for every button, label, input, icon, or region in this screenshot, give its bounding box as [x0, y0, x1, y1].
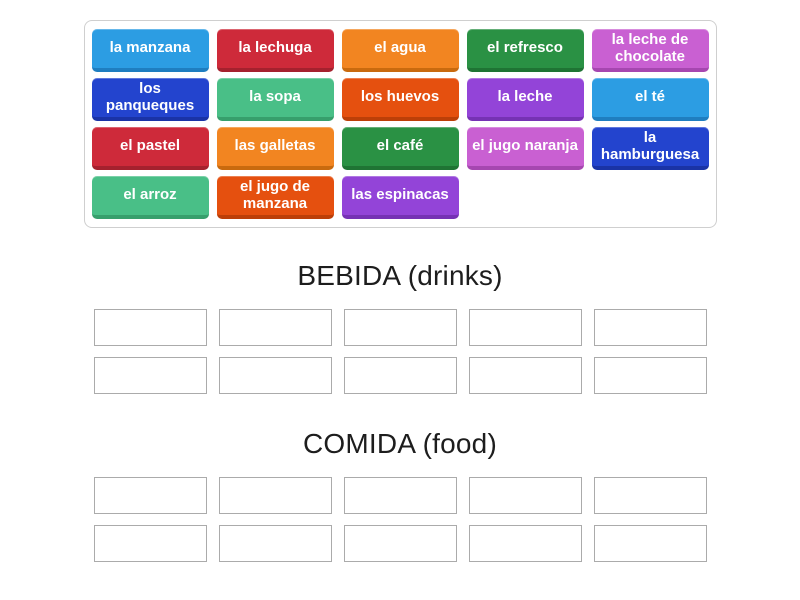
word-tile[interactable]: el café: [341, 127, 459, 170]
word-tile[interactable]: la lechuga: [216, 29, 334, 72]
answer-slot[interactable]: [93, 309, 207, 346]
word-tile[interactable]: el jugo de manzana: [216, 176, 334, 219]
answer-slot[interactable]: [93, 525, 207, 562]
group-section-comida: COMIDA (food): [0, 426, 800, 562]
answer-slot[interactable]: [593, 309, 707, 346]
word-tile[interactable]: el agua: [341, 29, 459, 72]
answer-slot[interactable]: [468, 309, 582, 346]
answer-slot[interactable]: [593, 525, 707, 562]
answer-slot[interactable]: [93, 357, 207, 394]
answer-slot[interactable]: [218, 477, 332, 514]
answer-slot[interactable]: [218, 525, 332, 562]
answer-slot[interactable]: [468, 525, 582, 562]
answer-slot[interactable]: [468, 357, 582, 394]
group-title-comida: COMIDA (food): [303, 428, 497, 459]
word-tile[interactable]: el jugo naranja: [466, 127, 584, 170]
word-tile[interactable]: el té: [591, 78, 709, 121]
word-tile[interactable]: la leche de chocolate: [591, 29, 709, 72]
word-tile[interactable]: la sopa: [216, 78, 334, 121]
slot-grid-bebida: [0, 309, 800, 394]
answer-slot[interactable]: [343, 309, 457, 346]
word-tile[interactable]: el arroz: [91, 176, 209, 219]
answer-slot[interactable]: [343, 525, 457, 562]
answer-slot[interactable]: [593, 357, 707, 394]
answer-slot[interactable]: [343, 357, 457, 394]
group-title-bebida: BEBIDA (drinks): [297, 260, 503, 291]
word-tile[interactable]: el refresco: [466, 29, 584, 72]
group-section-bebida: BEBIDA (drinks): [0, 258, 800, 394]
word-tile[interactable]: los panqueques: [91, 78, 209, 121]
word-tile[interactable]: la leche: [466, 78, 584, 121]
answer-slot[interactable]: [218, 357, 332, 394]
answer-slot[interactable]: [343, 477, 457, 514]
word-tile[interactable]: las galletas: [216, 127, 334, 170]
answer-slot[interactable]: [468, 477, 582, 514]
word-tile[interactable]: el pastel: [91, 127, 209, 170]
word-tile[interactable]: las espinacas: [341, 176, 459, 219]
slot-grid-comida: [0, 477, 800, 562]
answer-slot[interactable]: [593, 477, 707, 514]
word-tile[interactable]: los huevos: [341, 78, 459, 121]
word-tile[interactable]: la manzana: [91, 29, 209, 72]
answer-slot[interactable]: [93, 477, 207, 514]
answer-slot[interactable]: [218, 309, 332, 346]
word-tile[interactable]: la hamburguesa: [591, 127, 709, 170]
